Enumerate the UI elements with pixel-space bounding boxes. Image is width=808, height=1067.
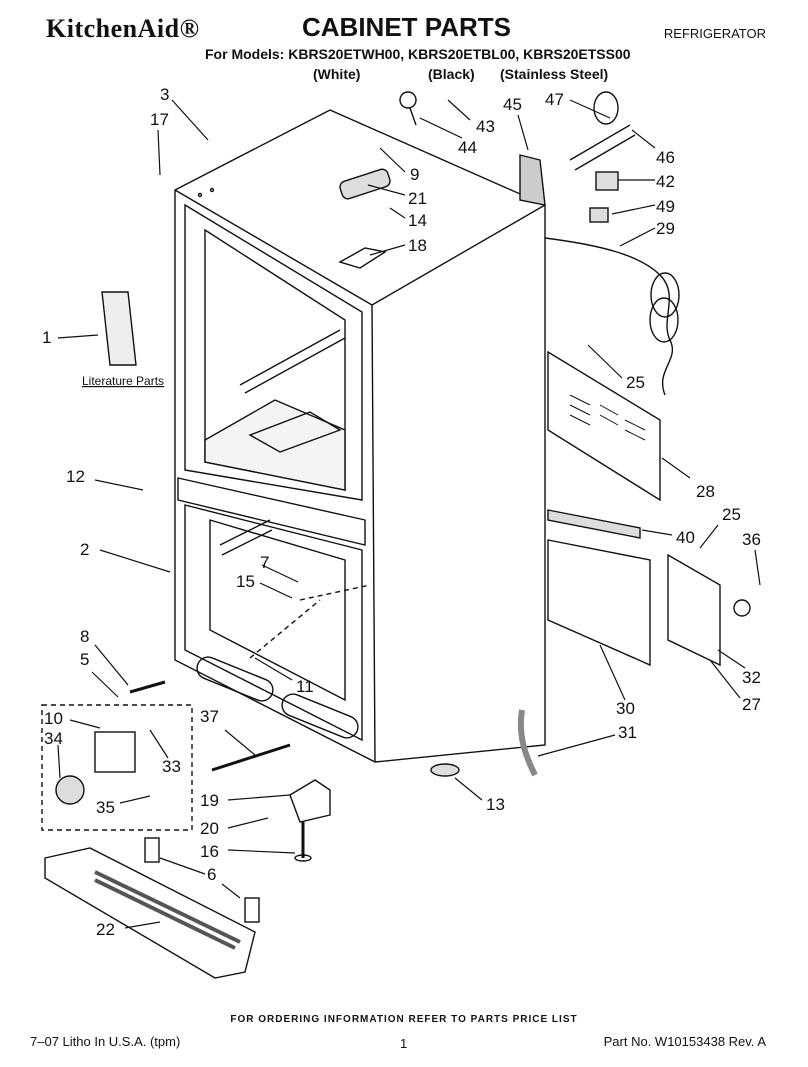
- variant-white: (White): [313, 66, 361, 82]
- callout-33: 33: [162, 757, 181, 776]
- page-title: CABINET PARTS: [302, 12, 511, 42]
- callout-40: 40: [676, 528, 695, 547]
- callout-15: 15: [236, 572, 255, 591]
- callout-16: 16: [200, 842, 219, 861]
- callout-25-upper: 25: [626, 373, 645, 392]
- callout-49: 49: [656, 197, 675, 216]
- variant-black: (Black): [428, 66, 475, 82]
- callout-5: 5: [80, 650, 89, 669]
- cabinet-drawing: [41, 91, 751, 979]
- brand-logo: KitchenAid®: [46, 14, 200, 43]
- callout-22: 22: [96, 920, 115, 939]
- callout-18: 18: [408, 236, 427, 255]
- callout-45: 45: [503, 95, 522, 114]
- callout-46: 46: [656, 148, 675, 167]
- page-number: 1: [400, 1036, 408, 1051]
- callout-8: 8: [80, 627, 89, 646]
- callout-2: 2: [80, 540, 89, 559]
- literature-parts-label: Literature Parts: [82, 374, 164, 388]
- callout-12: 12: [66, 467, 85, 486]
- callout-44: 44: [458, 138, 477, 157]
- part-number: Part No. W10153438 Rev. A: [603, 1034, 766, 1049]
- callout-36: 36: [742, 530, 761, 549]
- callout-28: 28: [696, 482, 715, 501]
- callout-34: 34: [44, 729, 63, 748]
- callout-1: 1: [42, 328, 51, 347]
- callout-35: 35: [96, 798, 115, 817]
- callout-20: 20: [200, 819, 219, 838]
- callout-25-lower: 25: [722, 505, 741, 524]
- models-line: For Models: KBRS20ETWH00, KBRS20ETBL00, …: [205, 46, 631, 62]
- callout-11: 11: [296, 677, 314, 696]
- callout-14: 14: [408, 211, 427, 230]
- callout-32: 32: [742, 668, 761, 687]
- callout-7: 7: [260, 553, 269, 572]
- callout-47: 47: [545, 90, 564, 109]
- leader-lines: [57, 99, 761, 929]
- callout-10: 10: [44, 709, 63, 728]
- callout-43: 43: [476, 117, 495, 136]
- ordering-note: FOR ORDERING INFORMATION REFER TO PARTS …: [230, 1014, 578, 1025]
- callout-3: 3: [160, 85, 169, 104]
- callout-31: 31: [618, 723, 637, 742]
- callout-27: 27: [742, 695, 761, 714]
- callout-30: 30: [616, 699, 635, 718]
- litho-info: 7–07 Litho In U.S.A. (tpm): [30, 1034, 181, 1049]
- callout-13: 13: [486, 795, 505, 814]
- callout-19: 19: [200, 791, 219, 810]
- category-label: REFRIGERATOR: [663, 26, 766, 41]
- callout-17: 17: [150, 110, 169, 129]
- callout-29: 29: [656, 219, 675, 238]
- callout-37: 37: [200, 707, 219, 726]
- callout-6: 6: [207, 865, 216, 884]
- variant-stainless: (Stainless Steel): [500, 66, 609, 82]
- callout-42: 42: [656, 172, 675, 191]
- callout-9: 9: [410, 165, 419, 184]
- callout-21: 21: [408, 189, 427, 208]
